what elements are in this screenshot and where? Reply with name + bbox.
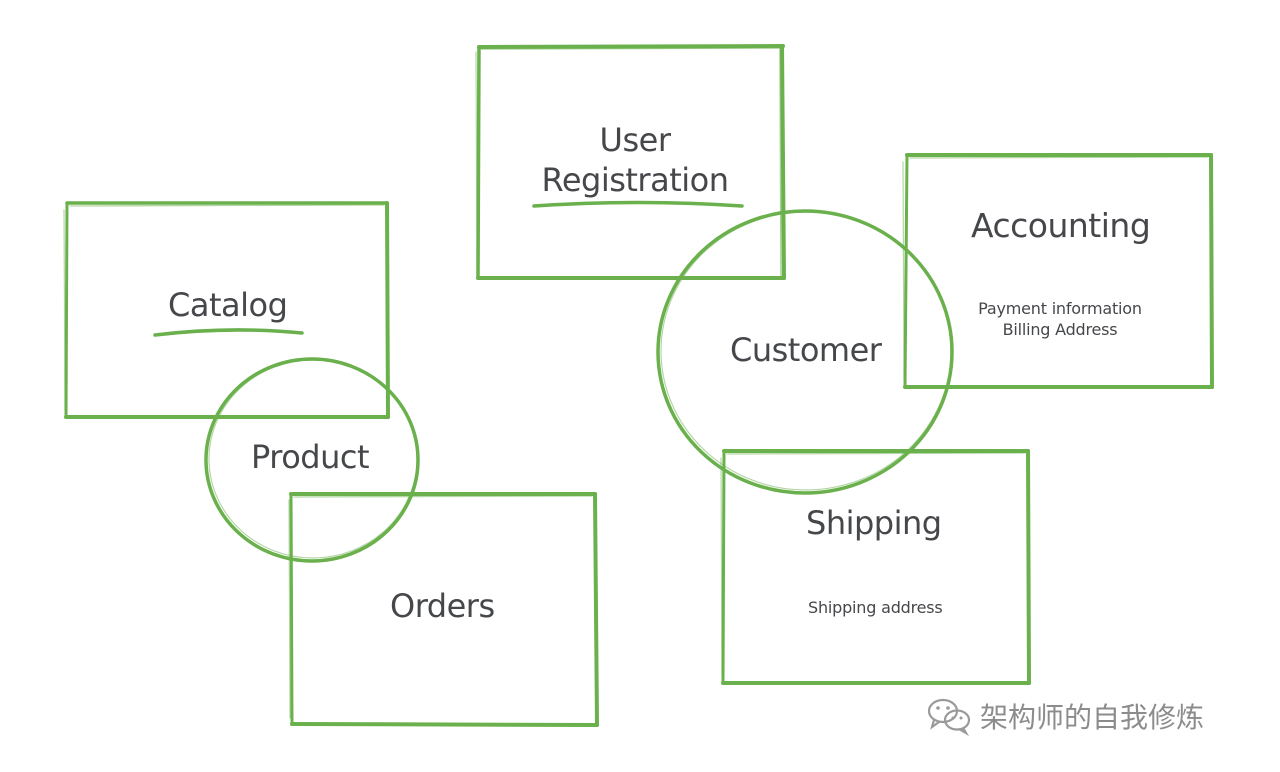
- accounting-detail-payment: Payment information: [978, 299, 1142, 318]
- customer-label: Customer: [730, 331, 882, 369]
- orders-label: Orders: [390, 587, 495, 625]
- orders-box: [288, 492, 599, 727]
- user-registration-box: [475, 44, 786, 280]
- catalog-label: Catalog: [168, 286, 288, 324]
- accounting-detail: Payment information Billing Address: [960, 298, 1160, 340]
- product-circle: [204, 357, 420, 563]
- catalog-underline: [153, 328, 304, 337]
- catalog-box: [63, 201, 390, 419]
- product-label: Product: [251, 438, 370, 476]
- accounting-label: Accounting: [971, 206, 1151, 245]
- user-registration-underline: [532, 200, 744, 208]
- accounting-detail-billing: Billing Address: [1002, 320, 1118, 339]
- user-registration-line1: User: [599, 121, 671, 159]
- shipping-label: Shipping: [806, 504, 942, 542]
- shipping-detail: Shipping address: [808, 598, 943, 617]
- user-registration-line2: Registration: [541, 161, 729, 199]
- watermark-text: 架构师的自我修炼: [980, 701, 1205, 734]
- wechat-icon: [927, 698, 971, 736]
- user-registration-label: User Registration: [540, 120, 730, 200]
- watermark: 架构师的自我修炼: [926, 696, 1204, 736]
- customer-circle: [656, 209, 954, 495]
- shipping-box: [720, 449, 1031, 685]
- accounting-box: [902, 153, 1214, 389]
